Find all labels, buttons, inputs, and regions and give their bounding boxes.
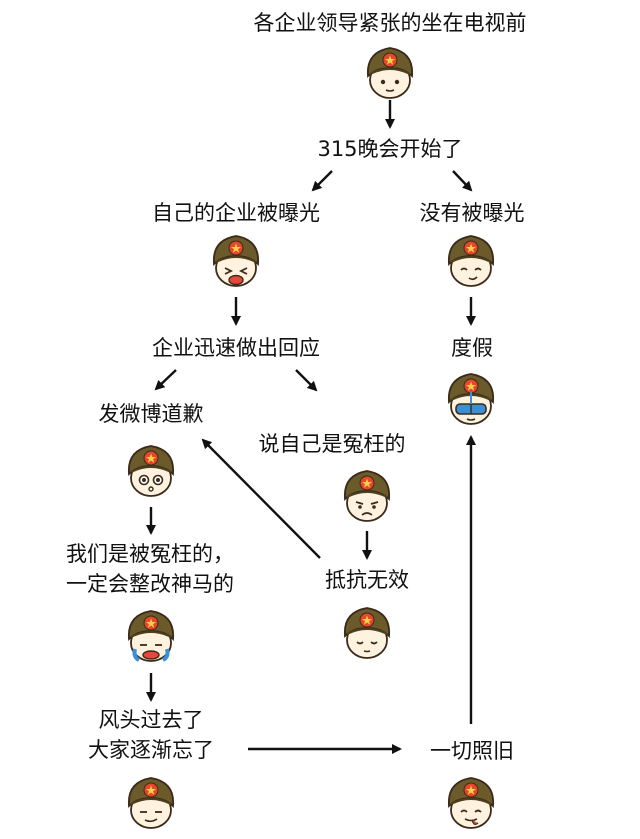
node-forgotten-label: 风头过去了 大家逐渐忘了: [88, 708, 214, 762]
node-start-label: 各企业领导紧张的坐在电视前: [253, 11, 527, 35]
sly-icon: [128, 777, 174, 829]
arrow-show-to-not-exposed: [452, 170, 473, 192]
node-as-usual-label: 一切照旧: [430, 739, 514, 763]
neutral-icon: [367, 47, 413, 99]
sobbing-icon: [128, 610, 174, 662]
grumpy-icon: [344, 470, 390, 522]
node-exposed-label: 自己的企业被曝光: [152, 201, 320, 225]
node-respond-label: 企业迅速做出回应: [152, 336, 320, 360]
wide-eyed-icon: [128, 445, 174, 497]
node-not-exposed-label: 没有被曝光: [419, 201, 525, 225]
node-apology-label: 发微博道歉: [98, 402, 204, 426]
node-wronged-label: 说自己是冤枉的: [258, 432, 406, 456]
tongue-out-icon: [448, 777, 494, 829]
arrow-show-to-exposed: [311, 170, 333, 192]
node-promise-label: 我们是被冤枉的， 一定会整改神马的: [66, 542, 234, 596]
smug-icon: [448, 235, 494, 287]
arrow-respond-to-wronged: [295, 369, 318, 392]
calm-icon: [344, 607, 390, 659]
crying-icon: [213, 235, 259, 287]
arrow-respond-to-apology: [154, 369, 177, 391]
node-resist-label: 抵抗无效: [325, 568, 409, 592]
node-vacation-label: 度假: [451, 336, 493, 360]
arrow-resist-to-apology: [201, 438, 321, 559]
node-show-label: 315晚会开始了: [317, 137, 463, 161]
goggles-icon: [448, 373, 494, 425]
